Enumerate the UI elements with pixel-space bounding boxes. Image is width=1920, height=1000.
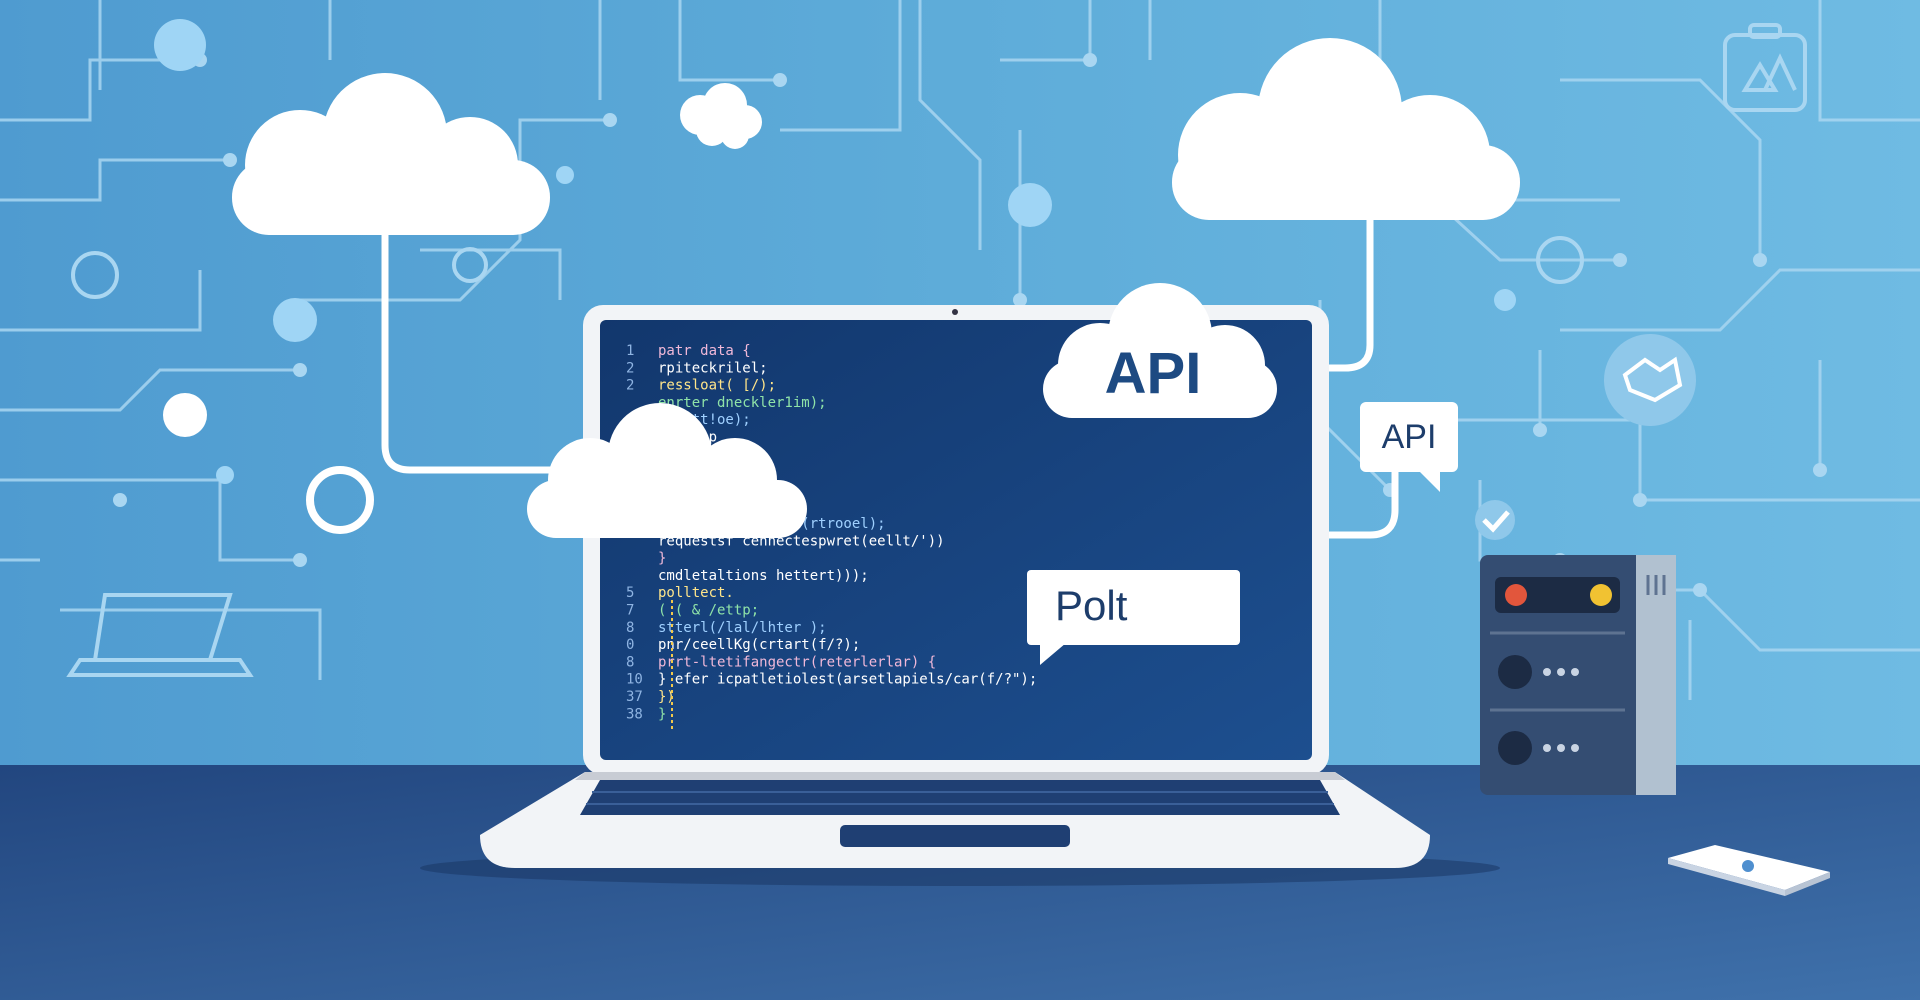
code-line-number: 37 — [626, 689, 643, 705]
code-line: polltect. — [658, 585, 734, 601]
code-line: } — [658, 706, 666, 722]
code-line-number: 38 — [626, 706, 643, 722]
polt-bubble-label: Polt — [1055, 582, 1128, 629]
code-line-number: 0 — [626, 637, 634, 653]
api-bubble-label: API — [1382, 418, 1437, 456]
code-line: cmdletaltions hettert))); — [658, 568, 869, 584]
code-line: patr data { — [658, 343, 751, 359]
code-line: ( ( & /ettp; — [658, 603, 759, 619]
cloud-icon-top-left — [232, 73, 550, 235]
check-icon — [1475, 500, 1515, 540]
cloud-icon-small — [680, 83, 762, 149]
code-line-number: 1 — [626, 343, 634, 359]
laptop-screen — [600, 320, 1312, 760]
code-line-number: 8 — [626, 654, 634, 670]
code-line: } — [658, 551, 666, 567]
cloud-icon-laptop — [527, 403, 807, 538]
trackpad — [840, 825, 1070, 847]
api-cloud-icon — [1043, 283, 1277, 418]
circuit-rings — [71, 236, 1584, 534]
chart-board-icon — [1723, 23, 1807, 112]
code-line: pnr/ceellKg(crtart(f/?); — [658, 637, 860, 653]
polt-speech-bubble — [1027, 570, 1240, 665]
code-line-number: 8 — [626, 620, 634, 636]
code-line: }) — [658, 689, 675, 705]
code-line-number: 10 — [626, 672, 643, 688]
code-line: prrt-ltetifangectr(reterlerlar) { — [658, 654, 936, 670]
api-cloud-label: API — [1105, 341, 1202, 406]
code-line: enrter dneckler1im); — [658, 395, 827, 411]
laptop-sketch-icon — [66, 593, 254, 677]
decorative-dots — [154, 19, 1516, 484]
cloud-icon-top-right — [1172, 38, 1520, 220]
server-icon — [1480, 555, 1676, 795]
keyboard — [580, 780, 1340, 815]
handshake-icon — [1604, 334, 1696, 426]
code-line-number: 5 — [626, 585, 634, 601]
code-line-number: 7 — [626, 603, 634, 619]
code-line: stterl(/lal/lhter ); — [658, 620, 827, 636]
api-speech-bubble — [1360, 402, 1458, 492]
code-line: } efer icpatletiolest(arsetlapiels/car(f… — [658, 672, 1037, 688]
phone-icon — [1668, 845, 1830, 896]
code-line-number: 2 — [626, 360, 634, 376]
code-line: ressloat( [/); — [658, 378, 776, 394]
code-line: rpiteckrilel; — [658, 360, 768, 376]
circuit-nodes — [113, 53, 1827, 597]
laptop-icon — [420, 305, 1500, 886]
code-line-number: 2 — [626, 378, 634, 394]
